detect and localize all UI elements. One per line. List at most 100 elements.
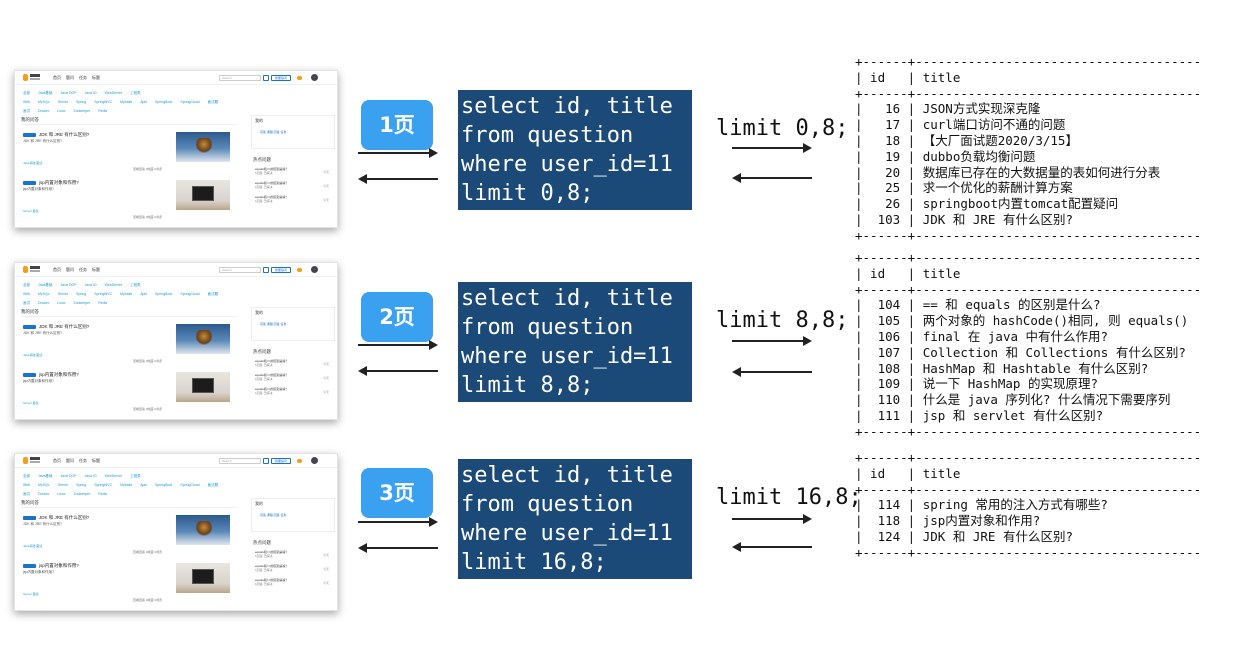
response-arrow [358,174,438,184]
site-sidebar: 我的问答 课程 回答 任务 热点问题 equals和==的区别是啥？1回答 已解… [251,498,337,608]
nav-item: 任务 [79,75,87,80]
question-meta: 查看回答 3收藏 0浏览 [133,598,163,602]
search-icon [263,458,269,464]
question-card: jsp内置对象和作用? jsp内置对象和作用? Server 面试 查看回答 3… [23,179,233,227]
avatar [311,266,318,273]
question-tags: Java基础 面试 [23,353,43,357]
site-nav: 首页题问任务标题 [53,267,105,273]
result-table: +------+--------------------------------… [855,250,1202,439]
nav-item: 题问 [66,75,74,80]
question-image [176,132,230,162]
nav-item: 题问 [66,267,74,272]
hot-questions-heading: 热点问题 [253,540,271,545]
query-arrow [732,514,812,524]
my-questions-heading: 我的问答 [21,500,39,505]
query-arrow [732,143,812,153]
result-arrow [732,173,812,183]
question-title: jsp内置对象和作用? [39,180,79,185]
question-summary: jsp内置对象和作用? [23,379,54,383]
request-arrow [358,148,438,158]
question-card: jsp内置对象和作用? jsp内置对象和作用? Server 面试 查看回答 3… [23,371,233,419]
question-tags: Java基础 面试 [23,161,43,165]
question-meta: 查看回答 3收藏 0浏览 [133,215,163,219]
ask-question-button: 我要提问 [271,267,291,273]
my-questions-heading: 我的问答 [21,117,39,122]
result-table: +------+--------------------------------… [855,450,1202,560]
site-logo [23,457,40,465]
question-tags: Java基础 面试 [23,544,43,548]
my-questions-heading: 我的问答 [21,309,39,314]
site-topbar: 首页题问任务标题 Search 我要提问 [15,454,337,468]
limit-label: limit 16,8; [716,485,862,510]
nav-item: 任务 [79,267,87,272]
page-badge: 2页 [361,292,433,342]
request-arrow [358,517,438,527]
question-summary: JDK 和 JRE 有什么区别? [23,139,63,143]
question-card: JDK 和 JRE 有什么区别? JDK 和 JRE 有什么区别? Java基础… [23,514,233,562]
page-badge: 3页 [361,468,433,518]
notification-icon [297,459,302,463]
site-search-input: Search [219,267,261,273]
limit-label: limit 8,8; [716,308,849,333]
nav-item: 标题 [92,267,100,272]
result-table: +------+--------------------------------… [855,54,1202,243]
question-card: JDK 和 JRE 有什么区别? JDK 和 JRE 有什么区别? Java基础… [23,131,233,179]
question-image [176,563,230,593]
question-tags: Server 面试 [23,592,39,596]
nav-item: 标题 [92,75,100,80]
limit-label: limit 0,8; [716,116,849,141]
site-logo [23,266,40,274]
search-icon [263,75,269,81]
site-topbar: 首页题问任务标题 Search 我要提问 [15,263,337,277]
question-summary: JDK 和 JRE 有什么区别? [23,522,63,526]
site-sidebar: 我的问答 课程 回答 任务 热点问题 equals和==的区别是啥？1回答 已解… [251,307,337,417]
search-icon [263,267,269,273]
site-topbar: 首页题问任务标题 Search 我要提问 [15,71,337,85]
nav-item: 首页 [53,75,61,80]
question-card: JDK 和 JRE 有什么区别? JDK 和 JRE 有什么区别? Java基础… [23,323,233,371]
hot-questions-heading: 热点问题 [253,157,271,162]
notification-icon [297,268,302,272]
result-arrow [732,542,812,552]
question-title: JDK 和 JRE 有什么区别? [39,132,90,137]
question-title: jsp内置对象和作用? [39,372,79,377]
avatar [311,457,318,464]
question-card: jsp内置对象和作用? jsp内置对象和作用? Server 面试 查看回答 3… [23,562,233,610]
question-summary: jsp内置对象和作用? [23,570,54,574]
request-arrow [358,340,438,350]
question-tags: Server 面试 [23,401,39,405]
response-arrow [358,543,438,553]
question-meta: 查看回答 3收藏 0浏览 [133,407,163,411]
question-title: JDK 和 JRE 有什么区别? [39,324,90,329]
avatar [311,74,318,81]
nav-item: 标题 [92,458,100,463]
site-logo [23,74,40,82]
nav-item: 题问 [66,458,74,463]
ask-question-button: 我要提问 [271,458,291,464]
question-meta: 查看回答 3收藏 0浏览 [133,550,163,554]
notification-icon [297,76,302,80]
site-nav: 首页题问任务标题 [53,75,105,81]
question-image [176,372,230,402]
question-summary: jsp内置对象和作用? [23,187,54,191]
question-meta: 查看回答 3收藏 0浏览 [133,167,163,171]
page-badge: 1页 [361,100,433,150]
ask-question-button: 我要提问 [271,75,291,81]
site-sidebar: 我的问答 课程 回答 任务 热点问题 equals和==的区别是啥？1回答 已解… [251,115,337,225]
question-image [176,515,230,545]
question-title: jsp内置对象和作用? [39,563,79,568]
response-arrow [358,366,438,376]
site-nav: 首页题问任务标题 [53,458,105,464]
site-search-input: Search [219,458,261,464]
nav-item: 首页 [53,458,61,463]
